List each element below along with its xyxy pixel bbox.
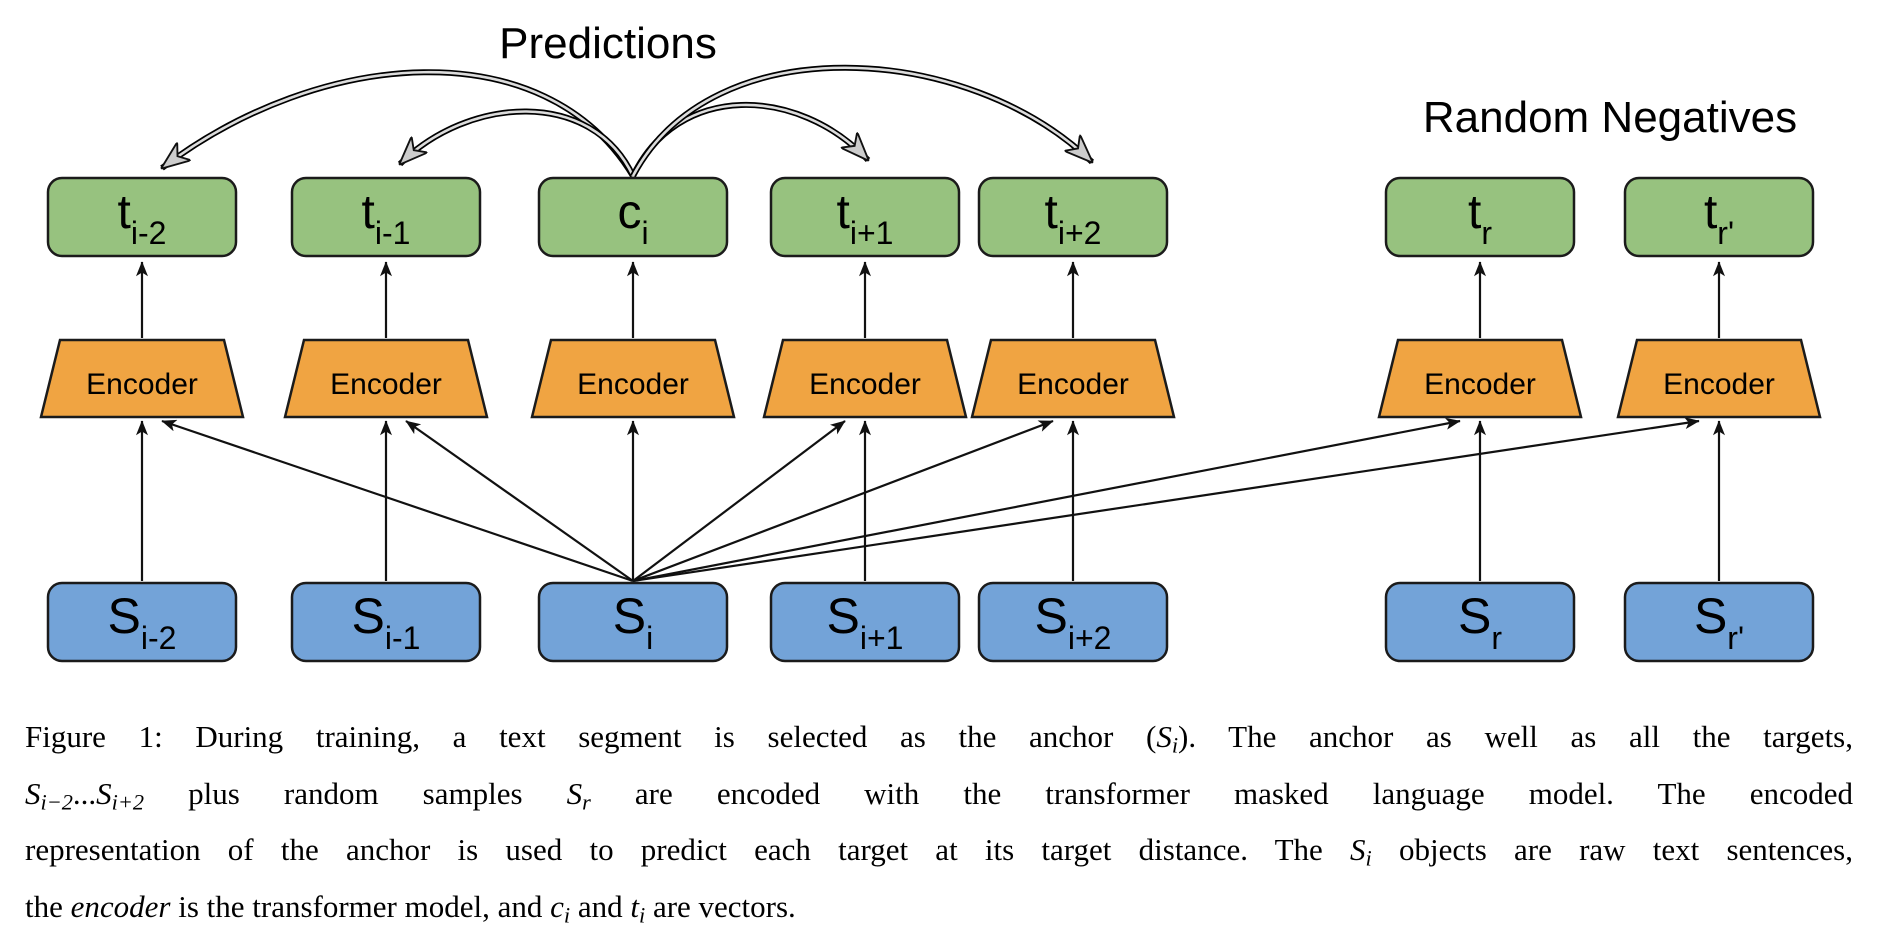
source-label-r: Sr xyxy=(1458,588,1502,656)
prediction-arc-to-i+2 xyxy=(631,66,1092,177)
target-box-i-2 xyxy=(46,176,238,258)
caption-segment: objects are raw text sentences, xyxy=(1371,832,1853,868)
encoder-label-i-2: Encoder xyxy=(86,368,198,401)
predictions-label: Predictions xyxy=(499,19,717,68)
caption-segment: Figure 1: During training, a text segmen… xyxy=(25,719,1157,754)
target-label-i+2: ti+2 xyxy=(1045,186,1102,251)
caption-segment: are vectors. xyxy=(645,888,796,924)
target-label-r': tr' xyxy=(1704,186,1734,251)
caption-segment: S xyxy=(96,775,112,811)
source-label-r': Sr' xyxy=(1694,588,1744,656)
caption-segment: ). The anchor as well as all the targets… xyxy=(1178,719,1853,754)
anchor-to-encoder-arrow-i+1 xyxy=(632,420,846,582)
anchor-to-encoder-arrow-i+2 xyxy=(632,419,1054,583)
caption-line: representation of the anchor is used to … xyxy=(25,826,1853,883)
caption-segment: S xyxy=(566,775,583,811)
caption-segment: ... xyxy=(72,775,97,811)
target-label-i-1: ti-1 xyxy=(362,186,411,251)
source-box-i+2 xyxy=(977,581,1169,663)
encoder-shape-i+1 xyxy=(762,338,968,419)
caption-segment: S xyxy=(1350,832,1366,868)
source-box-r xyxy=(1384,581,1576,663)
caption-segment: i+2 xyxy=(111,789,145,815)
target-label-i-2: ti-2 xyxy=(118,186,167,251)
anchor-to-encoder-arrow-r xyxy=(632,417,1461,583)
caption-segment: S xyxy=(1156,719,1172,754)
caption-segment: i−2 xyxy=(40,789,73,815)
anchor-to-encoder-arrow-r' xyxy=(632,417,1700,583)
encoder-label-i+2: Encoder xyxy=(1017,368,1129,401)
caption-segment: i xyxy=(1365,845,1372,871)
caption-segment: encoder xyxy=(70,888,171,924)
encoder-shape-i+2 xyxy=(970,338,1176,419)
target-label-i: ci xyxy=(617,186,648,251)
caption-segment: the xyxy=(25,888,71,924)
encoder-label-i: Encoder xyxy=(577,368,689,401)
encoder-shape-i-1 xyxy=(283,338,489,419)
target-box-i xyxy=(537,176,729,258)
target-box-i-1 xyxy=(290,176,482,258)
encoder-shape-r' xyxy=(1616,338,1822,419)
caption-segment: i xyxy=(1171,732,1179,758)
figure-caption: Figure 1: During training, a text segmen… xyxy=(25,713,1853,939)
target-label-i+1: ti+1 xyxy=(837,186,894,251)
caption-line: Figure 1: During training, a text segmen… xyxy=(25,713,1853,770)
encoder-label-r: Encoder xyxy=(1424,368,1536,401)
source-box-i-2 xyxy=(46,581,238,663)
anchor-to-encoder-arrow-i-2 xyxy=(161,419,634,583)
prediction-arc-outline-i+1 xyxy=(630,101,871,178)
prediction-arc-outline-i-1 xyxy=(397,108,636,178)
source-label-i-1: Si-1 xyxy=(352,588,421,656)
prediction-arc-to-i-1 xyxy=(400,110,635,177)
caption-segment: r xyxy=(582,789,591,815)
prediction-arc-outline-i+2 xyxy=(630,64,1095,178)
source-box-i xyxy=(537,581,729,663)
encoder-label-i+1: Encoder xyxy=(809,368,921,401)
caption-line: Si−2...Si+2 plus random samples Sr are e… xyxy=(25,770,1853,827)
source-label-i: Si xyxy=(613,588,653,656)
target-box-r' xyxy=(1623,176,1815,258)
caption-segment: representation of the anchor is used to … xyxy=(25,832,1351,868)
target-box-r xyxy=(1384,176,1576,258)
target-box-i+1 xyxy=(769,176,961,258)
target-box-i+2 xyxy=(977,176,1169,258)
source-box-i-1 xyxy=(290,581,482,663)
prediction-arc-to-i+1 xyxy=(631,103,868,177)
target-label-r: tr xyxy=(1468,186,1492,251)
random-negatives-label: Random Negatives xyxy=(1423,93,1797,142)
anchor-to-encoder-arrow-i-1 xyxy=(405,420,634,582)
caption-segment: c xyxy=(550,888,564,924)
source-label-i+2: Si+2 xyxy=(1035,588,1112,656)
caption-segment: t xyxy=(630,888,639,924)
caption-segment: and xyxy=(570,888,631,924)
encoder-shape-r xyxy=(1377,338,1583,419)
source-label-i-2: Si-2 xyxy=(108,588,177,656)
caption-segment: are encoded with the transformer masked … xyxy=(590,775,1853,811)
source-box-r' xyxy=(1623,581,1815,663)
source-box-i+1 xyxy=(769,581,961,663)
caption-segment: plus random samples xyxy=(144,775,567,811)
prediction-arc-to-i-2 xyxy=(162,70,635,177)
encoder-label-r': Encoder xyxy=(1663,368,1775,401)
source-label-i+1: Si+1 xyxy=(827,588,904,656)
caption-segment: S xyxy=(25,775,41,811)
encoder-shape-i-2 xyxy=(39,338,245,419)
encoder-shape-i xyxy=(530,338,736,419)
encoder-label-i-1: Encoder xyxy=(330,368,442,401)
caption-line: the encoder is the transformer model, an… xyxy=(25,883,1853,939)
caption-segment: is the transformer model, and xyxy=(170,888,551,924)
